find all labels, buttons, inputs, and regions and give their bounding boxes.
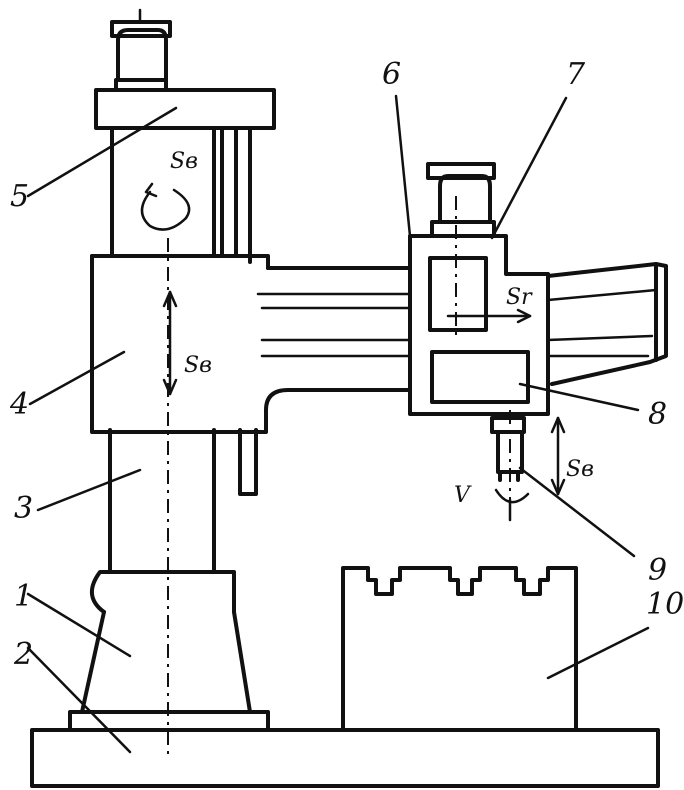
symbol-sv-spindle: Sв [566,457,594,482]
label-8: 8 [648,397,667,432]
radial-arm [256,262,668,386]
rotation-arrow-icon [140,182,191,231]
label-5: 5 [10,179,29,214]
motion-arrows [162,290,566,496]
label-4: 4 [9,387,29,422]
symbol-sv-column: Sв [184,353,212,378]
leader-lines [26,94,650,754]
column-sleeve [110,126,252,264]
sleeve-carriage [90,254,412,434]
symbol-sv-top: Sв [170,149,198,174]
base-plate [30,728,660,788]
label-1: 1 [14,579,33,614]
label-9: 9 [648,553,667,588]
symbol-v: V [454,483,472,508]
column-base [68,570,270,732]
label-10: 10 [646,587,684,622]
axis-lines [167,196,511,760]
label-2: 2 [13,637,33,672]
drilling-head [408,162,550,416]
column [108,428,258,574]
work-table [341,566,578,732]
top-cap [94,8,276,130]
label-6: 6 [382,57,401,92]
symbol-sr-head: Sr [506,285,533,310]
label-3: 3 [14,491,33,526]
label-7: 7 [566,57,586,92]
